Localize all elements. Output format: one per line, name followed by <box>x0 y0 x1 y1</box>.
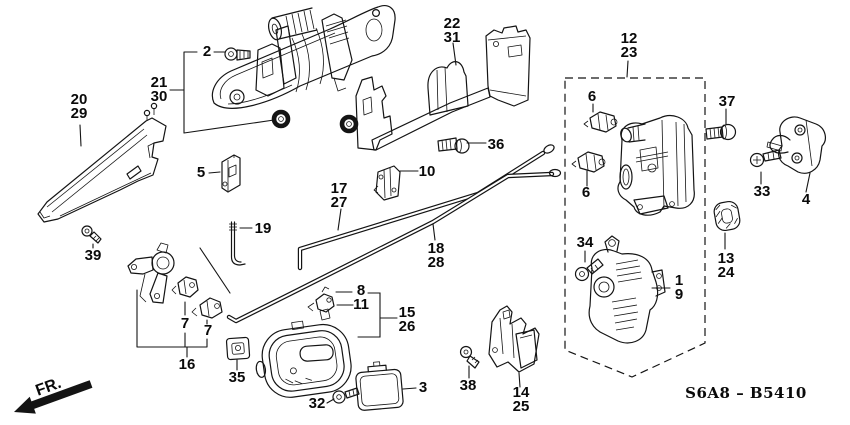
screw-36-part <box>437 137 470 154</box>
bellcrank-16-part <box>127 242 175 304</box>
part-number-label-7-a: 7 <box>180 315 190 332</box>
screw-38-part <box>459 345 480 369</box>
outer-handle-part <box>211 5 396 134</box>
part-number-label-34: 34 <box>576 234 594 251</box>
clip-7-right-part <box>191 297 223 319</box>
part-number-label-7-b: 7 <box>203 322 213 339</box>
part-number-label-10: 10 <box>418 163 436 180</box>
bracket-14-25-part <box>488 305 540 373</box>
part-number-label-37: 37 <box>718 93 736 110</box>
bolt-37-part <box>705 123 737 141</box>
part-number-label-19: 19 <box>254 220 272 237</box>
part-number-label-6-bot: 6 <box>581 184 591 201</box>
striker-4-part <box>766 116 826 174</box>
screw-39-part <box>81 225 102 244</box>
clip-8-11-part <box>307 286 335 321</box>
part-number-label-39: 39 <box>84 247 102 264</box>
screw-2-part <box>224 47 251 61</box>
handle-base-part <box>355 25 531 151</box>
part-number-label-3: 3 <box>418 379 428 396</box>
clip-6-bottom-part <box>571 151 606 173</box>
part-number-label-4: 4 <box>801 191 811 208</box>
diagram-code: S6A8 – B5410 <box>685 384 807 402</box>
part-number-label-2: 2 <box>202 43 212 60</box>
bolt-34-part <box>574 258 604 282</box>
clip-7-left-part <box>171 276 199 298</box>
rod-17-27-part <box>297 144 555 271</box>
part-number-label-16: 16 <box>178 356 196 373</box>
latch-body-part <box>617 115 695 216</box>
block-5-part <box>221 154 241 193</box>
part-number-label-33: 33 <box>753 183 771 200</box>
trim-panel-part <box>37 102 167 223</box>
rod-18-28-part <box>226 168 562 324</box>
part-number-label-5: 5 <box>196 164 206 181</box>
clip-6-top-part <box>583 111 618 133</box>
part-number-label-36: 36 <box>487 136 505 153</box>
clip-10-part <box>373 165 401 201</box>
latch-assembly-box <box>564 77 706 378</box>
leader-lines <box>79 42 811 404</box>
rod-19-part <box>229 221 246 266</box>
inner-handle-bezel-part <box>255 320 352 398</box>
grommet-35-part <box>225 336 251 361</box>
actuator-1-9-part <box>588 235 666 344</box>
screw-32-part <box>332 387 360 404</box>
part-number-label-32: 32 <box>308 395 326 412</box>
part-number-label-35: 35 <box>228 369 246 386</box>
part-number-label-38: 38 <box>459 377 477 394</box>
grommet-13-24-part <box>713 200 741 232</box>
cap-3-part <box>355 361 404 411</box>
part-number-label-6-top: 6 <box>587 88 597 105</box>
